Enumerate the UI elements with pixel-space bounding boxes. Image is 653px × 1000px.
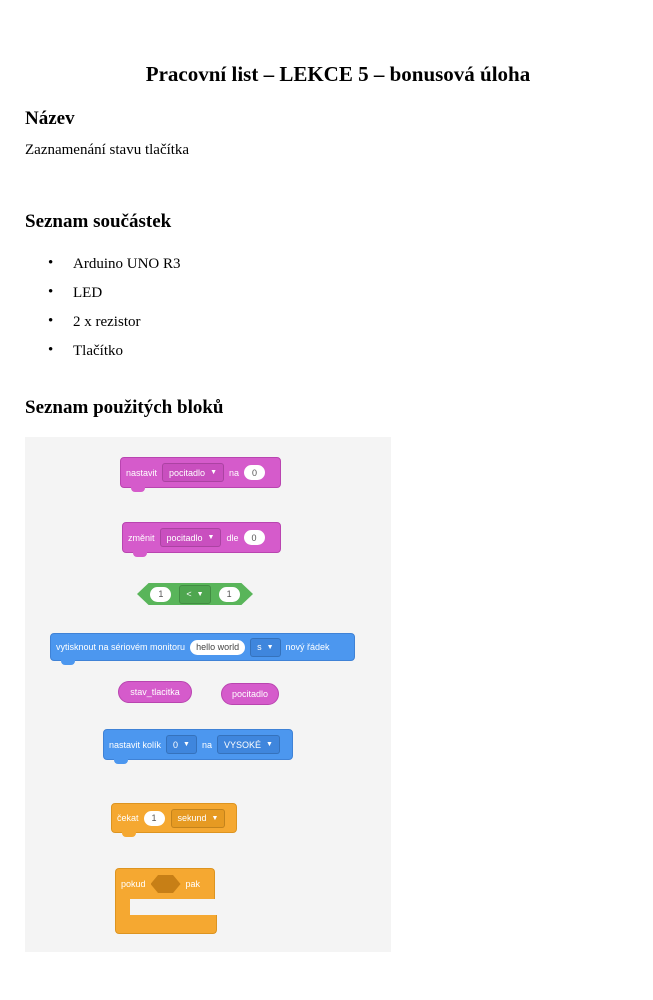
unit-dropdown[interactable]: sekund ▼ <box>170 808 226 828</box>
block-label: pak <box>185 879 201 889</box>
block-label: pokud <box>121 879 146 889</box>
number-input[interactable]: 0 <box>243 530 265 545</box>
set-pin-block[interactable]: nastavit kolík 0▼ na VYSOKÉ▼ <box>103 729 293 764</box>
dropdown-value: VYSOKÉ <box>224 739 262 750</box>
dropdown-value: 0 <box>173 739 179 750</box>
reporter-counter[interactable]: pocitadlo <box>221 683 279 705</box>
if-block[interactable]: pokud pak <box>115 868 217 935</box>
parts-heading: Seznam součástek <box>25 211 172 232</box>
operator-dropdown[interactable]: <▼ <box>179 584 211 604</box>
condition-slot[interactable] <box>150 875 181 893</box>
wait-block[interactable]: čekat 1 sekund ▼ <box>111 803 237 837</box>
caret-down-icon: ▼ <box>183 741 190 748</box>
dropdown-value: < <box>186 589 192 599</box>
reporter-button-state[interactable]: stav_tlacitka <box>118 681 192 703</box>
caret-down-icon: ▼ <box>266 643 274 651</box>
blocks-image: nastavit pocitadlo ▼ na 0 změnit pocitadl… <box>25 437 391 952</box>
pin-dropdown[interactable]: 0▼ <box>166 735 197 754</box>
caret-down-icon: ▼ <box>207 534 215 541</box>
number-input[interactable]: 0 <box>244 465 266 480</box>
set-variable-block[interactable]: nastavit pocitadlo ▼ na 0 <box>120 457 281 492</box>
name-text: Zaznamenání stavu tlačítka <box>25 142 190 158</box>
block-label: vytisknout na sériovém monitoru <box>56 642 186 652</box>
variable-dropdown[interactable]: pocitadlo ▼ <box>159 528 222 547</box>
dropdown-value: s <box>257 642 262 652</box>
variable-dropdown[interactable]: pocitadlo ▼ <box>162 463 224 482</box>
list-item: LED <box>48 284 181 314</box>
number-input[interactable]: 1 <box>143 810 165 826</box>
number-input[interactable]: 1 <box>218 586 240 602</box>
block-label: dle <box>226 532 239 543</box>
block-label: nový řádek <box>285 642 330 652</box>
dropdown-value: pocitadlo <box>169 467 206 478</box>
list-item: Tlačítko <box>48 342 181 372</box>
blocks-heading: Seznam použitých bloků <box>25 397 224 418</box>
option-dropdown[interactable]: s▼ <box>250 637 281 657</box>
state-dropdown[interactable]: VYSOKÉ ▼ <box>217 735 280 754</box>
serial-print-block[interactable]: vytisknout na sériovém monitoru hello wo… <box>50 633 355 665</box>
change-variable-block[interactable]: změnit pocitadlo ▼ dle 0 <box>122 522 281 557</box>
caret-down-icon: ▼ <box>211 814 219 822</box>
if-arm <box>115 898 130 916</box>
text-input[interactable]: hello world <box>190 639 246 655</box>
compare-block[interactable]: 1 <▼ 1 <box>137 583 253 605</box>
block-label: nastavit kolík <box>109 739 162 750</box>
block-label: na <box>229 467 240 478</box>
list-item: Arduino UNO R3 <box>48 255 181 285</box>
dropdown-value: sekund <box>177 813 207 823</box>
if-header: pokud pak <box>115 868 215 899</box>
list-item: 2 x rezistor <box>48 313 181 343</box>
if-footer <box>115 915 217 934</box>
name-heading: Název <box>25 108 75 129</box>
caret-down-icon: ▼ <box>210 469 217 476</box>
page-title: Pracovní list – LEKCE 5 – bonusová úloha <box>145 62 531 86</box>
dropdown-value: pocitadlo <box>166 532 203 543</box>
number-input[interactable]: 1 <box>150 586 172 602</box>
parts-list: Arduino UNO R3 LED 2 x rezistor Tlačítko <box>48 255 181 372</box>
caret-down-icon: ▼ <box>266 741 273 748</box>
block-label: čekat <box>117 813 139 823</box>
block-label: na <box>201 739 212 750</box>
block-label: nastavit <box>126 467 158 478</box>
caret-down-icon: ▼ <box>196 590 204 598</box>
block-label: změnit <box>128 532 155 543</box>
